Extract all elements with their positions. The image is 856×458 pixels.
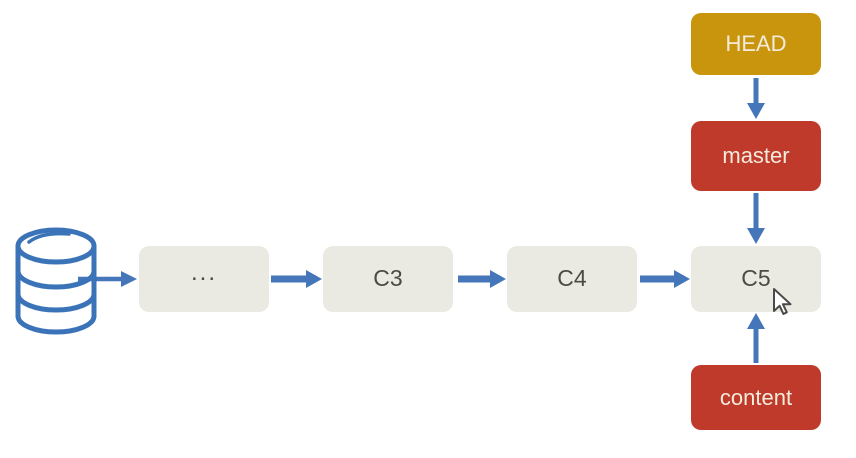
ref-node-content: content <box>691 365 821 430</box>
commit-label: C5 <box>741 264 771 291</box>
commit-node-earlier: ... <box>139 246 269 312</box>
mouse-cursor-icon <box>773 288 792 315</box>
arrow-master-to-c5 <box>747 193 765 244</box>
arrow-c3-to-c4 <box>458 270 506 288</box>
ref-label: content <box>719 384 793 410</box>
ref-label: HEAD <box>725 31 787 56</box>
database-icon <box>15 227 97 335</box>
arrow-earlier-to-c3 <box>271 270 322 288</box>
ref-node-head: HEAD <box>691 13 821 75</box>
commit-node-c3: C3 <box>323 246 453 312</box>
ref-node-master: master <box>691 121 821 191</box>
commit-node-c5: C5 <box>691 246 821 312</box>
ref-label: master <box>722 143 790 168</box>
arrow-head-to-master <box>747 78 765 119</box>
commit-label: ... <box>190 259 217 286</box>
commit-label: C4 <box>557 264 587 291</box>
commit-node-c4: C4 <box>507 246 637 312</box>
commit-label: C3 <box>373 264 403 291</box>
arrow-c4-to-c5 <box>640 270 690 288</box>
arrow-content-to-c5 <box>747 313 765 363</box>
